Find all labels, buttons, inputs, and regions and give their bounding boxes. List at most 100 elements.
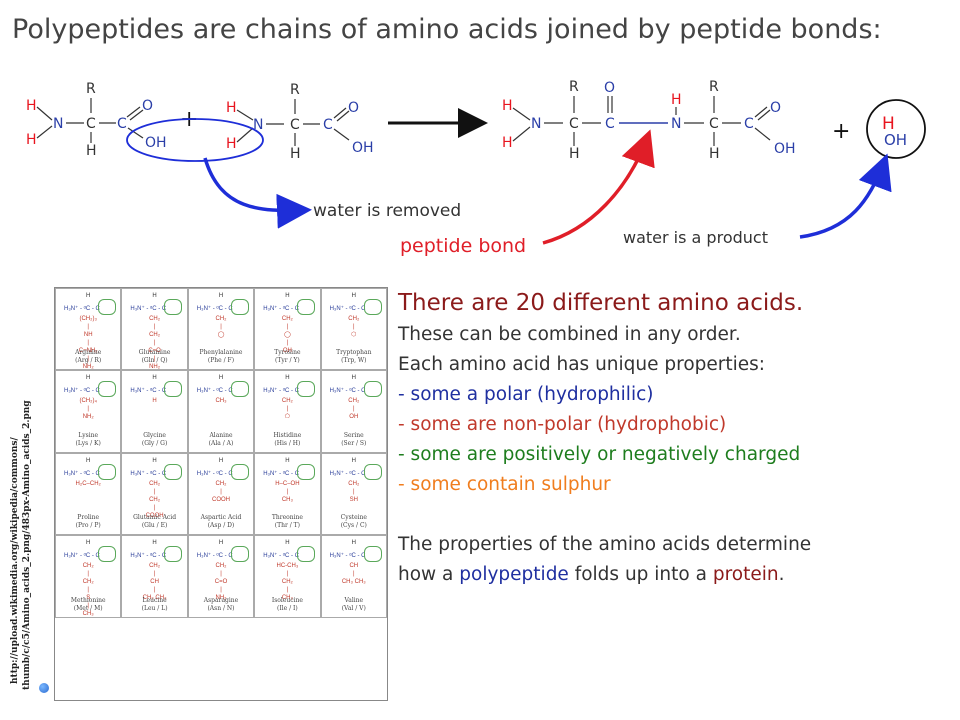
atom-R: R bbox=[709, 79, 719, 95]
cell-backbone: H₃N⁺ - ᵅC - C bbox=[196, 388, 233, 395]
side-chain-part: OH bbox=[349, 414, 359, 421]
side-chain-part: OH bbox=[282, 348, 292, 354]
water-H: H bbox=[882, 114, 895, 134]
side-chain-part: CH₂ bbox=[215, 563, 227, 570]
atom-C: C bbox=[117, 116, 127, 132]
amino-acid-abbr: (Gln / Q) bbox=[141, 357, 168, 365]
bond-mark: | bbox=[353, 571, 355, 578]
atom-N: N bbox=[531, 116, 541, 132]
side-chain-part: CH₃ CH₃ bbox=[142, 595, 167, 602]
water-product-label: water is a product bbox=[623, 228, 768, 247]
cell-top-H: H bbox=[152, 457, 157, 464]
conclusion-text: how a bbox=[398, 564, 460, 585]
carboxyl-group-icon bbox=[98, 299, 116, 315]
side-chain-part: C=O bbox=[148, 348, 161, 354]
side-chain: CH₃ bbox=[189, 397, 253, 405]
atom-C: C bbox=[605, 116, 615, 132]
amino-acid-abbr: (Lys / K) bbox=[75, 439, 101, 447]
water-removed-arrow bbox=[203, 157, 312, 229]
cell-backbone: H₃N⁺ - ᵅC - C bbox=[130, 553, 167, 560]
amino-acid-name: Proline bbox=[77, 514, 100, 522]
carboxyl-group-icon bbox=[297, 381, 316, 398]
side-chain-part: NH₂ bbox=[215, 595, 227, 602]
side-chain-part: CH₂ bbox=[348, 316, 360, 322]
bond-mark: | bbox=[87, 406, 89, 413]
amino-acid-info: There are 20 different amino acids. Thes… bbox=[398, 290, 948, 590]
atom-R: R bbox=[569, 79, 579, 95]
atom-R: R bbox=[86, 81, 96, 97]
cell-backbone: H₃N⁺ - ᵅC - C bbox=[329, 388, 366, 395]
amino-acid-name: Cysteine bbox=[340, 514, 367, 522]
bond-mark: | bbox=[87, 587, 89, 594]
amino-acid-1: H H N C R H C O OH bbox=[26, 81, 167, 159]
source-url-line-1: http://upload.wikimedia.org/wikipedia/co… bbox=[10, 437, 20, 684]
amino-acid-name: Histidine bbox=[273, 431, 302, 439]
bond-mark: | bbox=[87, 356, 89, 362]
amino-acid-abbr: (Met / M) bbox=[73, 604, 103, 612]
amino-acid-name: Tyrosine bbox=[274, 349, 301, 357]
bond-mark: | bbox=[286, 340, 289, 346]
atom-N: N bbox=[53, 116, 63, 132]
cell-backbone: H₃N⁺ - ᵅC - C bbox=[329, 306, 366, 312]
atom-H: H bbox=[569, 146, 580, 162]
carboxyl-group-icon bbox=[230, 381, 249, 398]
carboxyl-group-icon bbox=[363, 463, 382, 480]
bullet-sulphur: - some contain sulphur bbox=[398, 474, 611, 495]
side-chain-part: CH₃ CH₃ bbox=[341, 579, 366, 586]
side-chain: (CH₂)₄|NH₂ bbox=[56, 397, 120, 421]
side-chain: CH₂|SH bbox=[322, 480, 386, 504]
conclusion-line-2: how a polypeptide folds up into a protei… bbox=[398, 560, 948, 590]
amino-acid-abbr: (Thr / T) bbox=[274, 522, 301, 530]
bond-mark: | bbox=[220, 324, 222, 330]
amino-acid-name: Phenylalanine bbox=[199, 349, 243, 357]
atom-OH: OH bbox=[145, 135, 167, 151]
side-chain-part: ⬠ bbox=[284, 414, 290, 421]
atom-C: C bbox=[86, 116, 96, 132]
side-chain: H–C–OH|CH₃ bbox=[255, 480, 319, 504]
side-chain-part: CH₂ bbox=[281, 316, 293, 322]
amino-acid-name: Glutamine bbox=[138, 349, 171, 357]
bond-mark: | bbox=[153, 504, 156, 511]
atom-C: C bbox=[290, 117, 300, 133]
side-chain: CH|CH₃ CH₃ bbox=[322, 562, 386, 586]
atom-C: C bbox=[323, 117, 333, 133]
cell-top-H: H bbox=[218, 375, 224, 382]
side-chain-part: CH₂ bbox=[149, 563, 161, 570]
cell-top-H: H bbox=[351, 375, 356, 382]
atom-H: H bbox=[502, 98, 513, 114]
side-chain-part: CH₂ bbox=[281, 398, 293, 405]
water-product-arrow bbox=[799, 153, 892, 239]
side-chain-part: CH₂ bbox=[149, 496, 161, 503]
atom-H: H bbox=[502, 135, 513, 151]
side-chain-part: CH₂ bbox=[82, 563, 94, 570]
cell-top-H: H bbox=[218, 293, 224, 299]
side-chain-part: NH bbox=[83, 332, 93, 338]
side-chain-part: NH₂ bbox=[82, 414, 94, 421]
amino-acid-abbr: (Trp, W) bbox=[341, 357, 367, 365]
atom-OH: OH bbox=[774, 141, 796, 157]
carboxyl-group-icon bbox=[363, 546, 382, 563]
side-chain: CH₂|◯ bbox=[189, 315, 253, 339]
amino-acid-abbr: (Arg / R) bbox=[75, 357, 102, 365]
bond-mark: | bbox=[353, 488, 355, 495]
water-OH: OH bbox=[884, 131, 907, 149]
bond-mark: | bbox=[153, 571, 156, 578]
plus-sign: + bbox=[832, 119, 850, 144]
bullet-polar: - some a polar (hydrophilic) bbox=[398, 384, 654, 405]
cell-top-H: H bbox=[285, 375, 290, 382]
bond-mark: | bbox=[286, 571, 289, 578]
side-chain-part: CH bbox=[349, 563, 359, 570]
atom-O: O bbox=[770, 100, 781, 116]
side-chain-part: CH bbox=[150, 579, 159, 586]
carboxyl-group-icon bbox=[164, 381, 183, 398]
side-chain-part: S bbox=[86, 595, 91, 602]
bond-mark: | bbox=[353, 324, 355, 330]
amino-acid-name: Aspartic Acid bbox=[200, 514, 242, 522]
side-chain: CH₂|◯|OH bbox=[255, 315, 319, 355]
side-chain-part: CH₂ bbox=[348, 398, 360, 405]
